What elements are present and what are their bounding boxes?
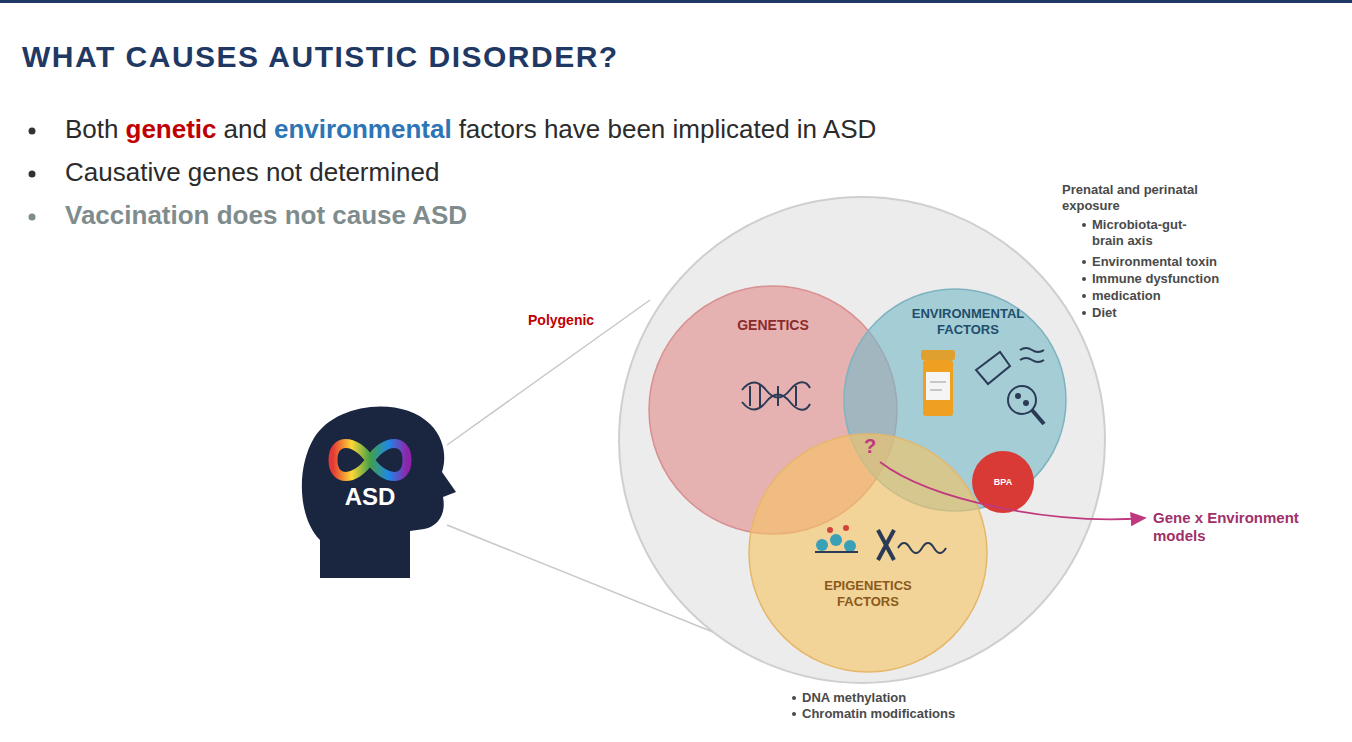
label: Gene x Environment models	[1153, 509, 1333, 545]
label: Microbiota-gut-brain axis	[1092, 217, 1212, 248]
head-silhouette	[302, 406, 456, 578]
label: DNA methylation	[802, 690, 906, 706]
label: Chromatin modifications	[802, 706, 955, 722]
node-label: EPIGENETICS FACTORS	[793, 578, 943, 609]
node-label: ENVIRONMENTAL FACTORS	[883, 306, 1053, 337]
label: ?	[864, 434, 876, 458]
label: Both	[65, 114, 119, 145]
label: genetic	[126, 114, 217, 145]
label: Polygenic	[528, 312, 594, 329]
bullet	[792, 712, 796, 716]
node-label: ASD	[340, 483, 400, 512]
top-rule	[0, 0, 1352, 3]
infinity-symbol	[333, 444, 407, 477]
node-label: GENETICS	[703, 317, 843, 334]
label: Diet	[1092, 305, 1117, 321]
bullet	[1082, 277, 1086, 281]
head-node: ASD	[300, 395, 460, 580]
bullet	[29, 214, 36, 221]
outer-circle	[619, 197, 1105, 683]
label: environmental	[274, 114, 452, 145]
label: medication	[1092, 288, 1161, 304]
bullet-line: Bothgeneticandenvironmentalfactors have …	[65, 114, 876, 145]
circle-outline	[748, 433, 988, 673]
label: factors have been implicated in ASD	[459, 114, 877, 145]
label: Vaccination does not cause ASD	[65, 200, 467, 231]
bullet	[1082, 311, 1086, 315]
bullet	[1082, 223, 1086, 227]
venn-circle: EPIGENETICS FACTORS	[748, 433, 988, 673]
label: and	[224, 114, 267, 145]
bullet	[792, 696, 796, 700]
label: Immune dysfunction	[1092, 271, 1219, 287]
label: Environmental toxin	[1092, 254, 1217, 270]
label: Prenatal and perinatal exposure	[1062, 182, 1202, 213]
title: WHAT CAUSES AUTISTIC DISORDER?	[22, 40, 619, 74]
label: Causative genes not determined	[65, 157, 439, 188]
label: BPA	[994, 477, 1012, 488]
bullet	[1082, 294, 1086, 298]
bullet	[29, 171, 36, 178]
bullet	[1082, 260, 1086, 264]
bullet	[29, 128, 36, 135]
